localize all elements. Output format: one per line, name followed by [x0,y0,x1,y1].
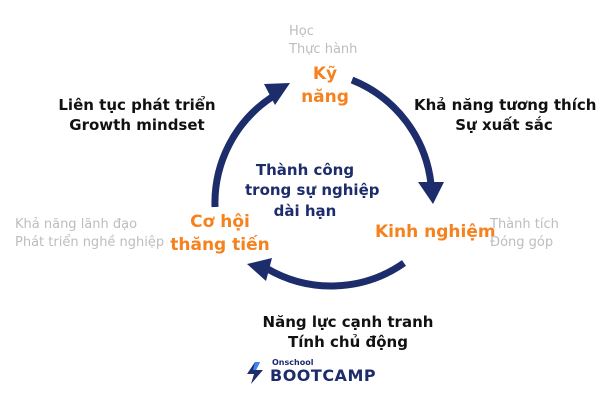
arrow-opportunity-to-skill [211,94,274,208]
bolt-mark-icon [247,362,263,384]
transition-skill-to-experience-line-2: Sự xuất sắc [455,116,553,135]
experience-label-text: Kinh nghiệm [375,222,496,242]
onschool-bootcamp-logo: Onschool BOOTCAMP [244,358,376,386]
skill-label-line-1: Kỹ [312,64,338,84]
transition-experience-to-opportunity-line-1: Năng lực cạnh tranh [262,313,434,331]
center-line-1: Thành công [255,161,355,179]
opportunity-note: Khả năng lãnh đạo Phát triển nghề nghiệp [15,216,164,251]
arrowhead-skill [264,83,290,105]
skill-note: Học Thực hành [289,23,357,58]
opportunity-note-line-2: Phát triển nghề nghiệp [15,234,165,250]
experience-note-line-1: Thành tích [490,217,559,232]
transition-skill-to-experience-line-1: Khả năng tương thích [414,96,597,114]
logo-big-text: BOOTCAMP [270,366,377,385]
center-line-2: trong sự nghiệp [245,181,380,200]
experience-note: Thành tích Đóng góp [490,216,559,251]
experience-label: Kinh nghiệm [375,221,496,244]
skill-label-line-2: năng [301,86,349,107]
center-title: Thành công trong sự nghiệp dài hạn [245,160,380,221]
opportunity-label-line-1: Cơ hội [190,212,250,232]
center-line-3: dài hạn [273,201,337,220]
opportunity-label-line-2: thăng tiến [170,234,270,255]
logo-small-text: Onschool [272,358,314,367]
transition-skill-to-experience: Khả năng tương thích Sự xuất sắc [414,95,597,136]
opportunity-note-line-1: Khả năng lãnh đạo [15,217,138,232]
skill-label: Kỹ năng [290,63,360,109]
skill-note-line-2: Thực hành [289,41,358,57]
experience-note-line-2: Đóng góp [490,234,554,250]
arrowhead-opportunity [247,258,272,281]
arrowhead-experience [418,182,444,204]
opportunity-label: Cơ hội thăng tiến [170,211,270,257]
arrow-experience-to-opportunity [264,260,407,290]
arrow-skill-to-experience [350,76,435,185]
skill-note-line-1: Học [289,24,314,39]
transition-experience-to-opportunity: Năng lực cạnh tranh Tính chủ động [258,312,438,353]
transition-experience-to-opportunity-line-2: Tính chủ động [288,333,408,352]
transition-opportunity-to-skill: Liên tục phát triển Growth mindset [52,95,222,136]
transition-opportunity-to-skill-line-1: Liên tục phát triển [58,96,216,114]
transition-opportunity-to-skill-line-2: Growth mindset [69,116,205,135]
